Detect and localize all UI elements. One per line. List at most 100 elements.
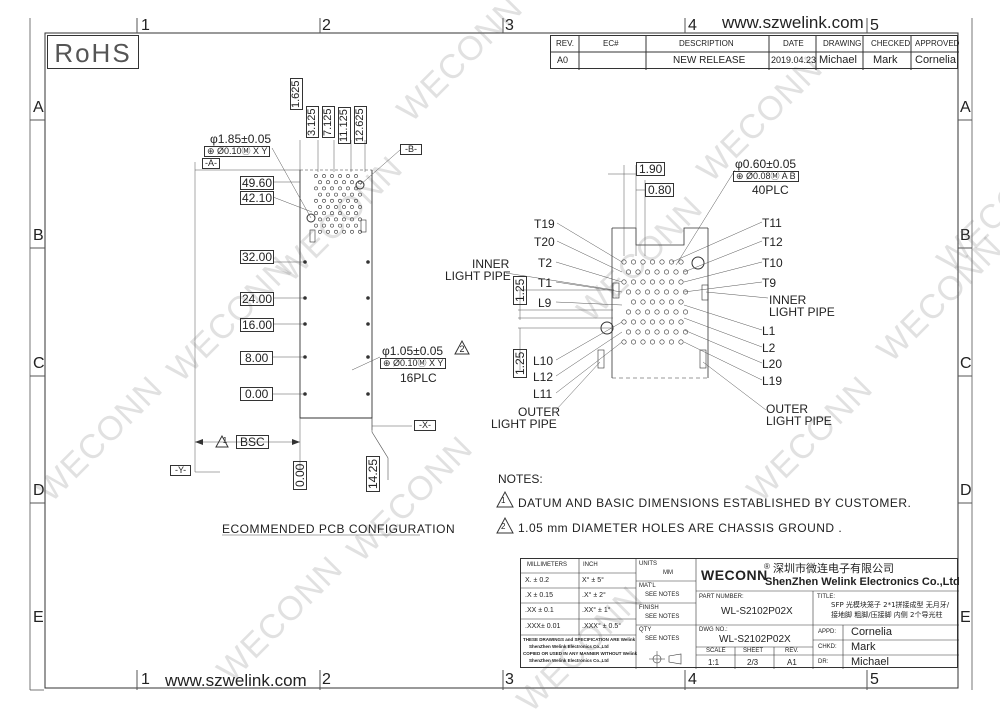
pin-label-l19: L19 (762, 374, 783, 388)
grid-col-3: 3 (505, 17, 514, 34)
website-link-bottom[interactable]: www.szwelink.com (165, 671, 307, 690)
dim-000-vertical: 0.00 (293, 460, 307, 490)
top-dim-1625: 1.625 (290, 78, 303, 110)
grid-col-3-bottom: 3 (505, 671, 514, 688)
pin-diameter: φ0.60±0.05 (735, 157, 797, 171)
tb-part-value: WL-S2102P02X (721, 606, 793, 617)
company-registered-mark: ® (764, 562, 770, 571)
tb-qty-value: SEE NOTES (645, 636, 680, 642)
rev-value-checked: Mark (873, 54, 898, 66)
small-hole-diameter: φ1.05±0.05 (382, 344, 444, 358)
rev-value-drawing: Michael (819, 54, 857, 66)
rev-value-description: NEW RELEASE (673, 55, 746, 66)
tb-units-value: MM (663, 570, 673, 576)
tb-qty-label: QTY (639, 627, 652, 633)
pin-label-t10: T10 (762, 256, 783, 270)
small-hole-tolerance-frame: ⊕ Ø0.10Ⓜ X Y (380, 358, 447, 369)
grid-col-2: 2 (322, 17, 331, 34)
note-flag-1: 1 (222, 436, 228, 445)
pin-label-l10: L10 (533, 354, 554, 368)
pin-count: 40PLC (752, 183, 789, 197)
dim-1425-vertical: 14.25 (366, 455, 380, 492)
outer-light-pipe-left-2: LIGHT PIPE (491, 417, 557, 431)
pin-label-t19: T19 (534, 217, 555, 231)
grid-col-1-bottom: 1 (141, 671, 150, 688)
grid-row-e-right: E (960, 609, 971, 626)
side-dim-800: 8.00 (240, 351, 274, 365)
tb-finish-label: FINISH (639, 605, 659, 611)
inner-light-pipe-left-2: LIGHT PIPE (445, 269, 511, 283)
grid-row-b: B (33, 227, 44, 244)
dim-190: 1.90 (636, 162, 666, 176)
tb-part-label: PART NUMBER: (699, 594, 744, 600)
tb-appd-value: Cornelia (851, 626, 892, 638)
rev-value-date: 2019.04.23 (771, 55, 817, 65)
tb-disclaimer-3: COPIED OR USED IN ANY MANNER WITHOUT Wel… (523, 651, 638, 656)
tb-mm-tol-2: .X ± 0.15 (525, 592, 553, 599)
note-2-text: 1.05 mm DIAMETER HOLES ARE CHASSIS GROUN… (518, 521, 843, 535)
grid-row-a-right: A (960, 99, 971, 116)
grid-col-5-bottom: 5 (870, 671, 879, 688)
tb-title-line-1: SFP 光模块笼子 2*1拼接成型 无月牙/ (831, 601, 950, 609)
grid-row-e: E (33, 609, 44, 626)
company-name-en: ShenZhen Welink Electronics Co.,Ltd (765, 576, 960, 588)
datum-a: -A- (202, 158, 220, 169)
tb-units-label: UNITS (639, 561, 657, 567)
tb-disclaimer-2: ShenZhen Welink Electronics Co.,Ltd (529, 644, 609, 649)
dim-125-upper: 1.25 (513, 275, 527, 305)
title-block: MILLIMETERS INCH X. ± 0.2 .X ± 0.15 .XX … (520, 558, 960, 669)
company-name-cn: 深圳市微连电子有限公司 (773, 562, 894, 575)
rev-header-drawing: DRAWING (823, 39, 862, 48)
tb-millimeters-label: MILLIMETERS (527, 562, 568, 568)
pin-label-t11: T11 (762, 216, 782, 230)
hole-tolerance-frame: ⊕ Ø0.10Ⓜ X Y (204, 146, 271, 157)
datum-x: -X- (414, 420, 436, 431)
side-dim-4960: 49.60 (240, 176, 275, 190)
pin-label-t12: T12 (762, 235, 783, 249)
small-hole-count: 16PLC (400, 371, 437, 385)
tb-dwg-label: DWG NO.: (699, 627, 728, 633)
grid-row-b-right: B (960, 227, 971, 244)
rev-header-approved: APPROVED (915, 39, 960, 48)
rev-value-rev: A0 (557, 55, 569, 65)
datum-b: -B- (400, 144, 422, 155)
tb-dwg-value: WL-S2102P02X (719, 634, 791, 645)
dim-125-lower: 1.25 (513, 348, 527, 378)
pin-label-l11: L11 (533, 387, 553, 401)
tb-inch-tol-1: X° ± 5° (582, 577, 604, 584)
website-link[interactable]: www.szwelink.com (722, 13, 864, 32)
note-2-number: 2 (501, 522, 506, 531)
pin-label-t20: T20 (534, 235, 555, 249)
tb-rev-value: A1 (787, 658, 797, 667)
pin-label-l20: L20 (762, 357, 783, 371)
outer-light-pipe-right-2: LIGHT PIPE (766, 414, 832, 428)
grid-col-1: 1 (141, 17, 150, 34)
tb-mm-tol-1: X. ± 0.2 (525, 577, 550, 584)
top-dim-11125: 11.125 (338, 107, 351, 144)
tb-sheet-label: SHEET (743, 648, 764, 654)
side-dim-4210: 42.10 (240, 191, 275, 205)
pin-label-l1: L1 (762, 324, 776, 338)
rev-value-approved: Cornelia (915, 54, 956, 66)
top-dim-7125: 7.125 (322, 106, 335, 138)
rev-header-ec: EC# (603, 39, 619, 48)
tb-inch-tol-3: .XX° ± 1° (582, 607, 611, 614)
rev-header-description: DESCRIPTION (679, 39, 734, 48)
note-1-text: DATUM AND BASIC DIMENSIONS ESTABLISHED B… (518, 496, 912, 510)
pin-label-t1: T1 (538, 276, 553, 290)
tb-title-label: TITLE: (817, 594, 836, 600)
tb-matl-value: SEE NOTES (645, 592, 680, 598)
grid-row-c-right: C (960, 355, 972, 372)
pin-label-t9: T9 (762, 276, 777, 290)
hole-diameter: φ1.85±0.05 (210, 132, 272, 146)
tb-appd-label: APPD: (818, 629, 837, 635)
grid-row-d-right: D (960, 482, 972, 499)
rev-header-rev: REV. (556, 39, 574, 48)
datum-y: -Y- (170, 465, 192, 476)
note-1-number: 1 (501, 496, 506, 505)
top-dim-12625: 12.625 (354, 106, 367, 144)
grid-col-2-bottom: 2 (322, 671, 331, 688)
side-dim-2400: 24.00 (240, 292, 275, 306)
grid-col-4: 4 (688, 17, 697, 34)
